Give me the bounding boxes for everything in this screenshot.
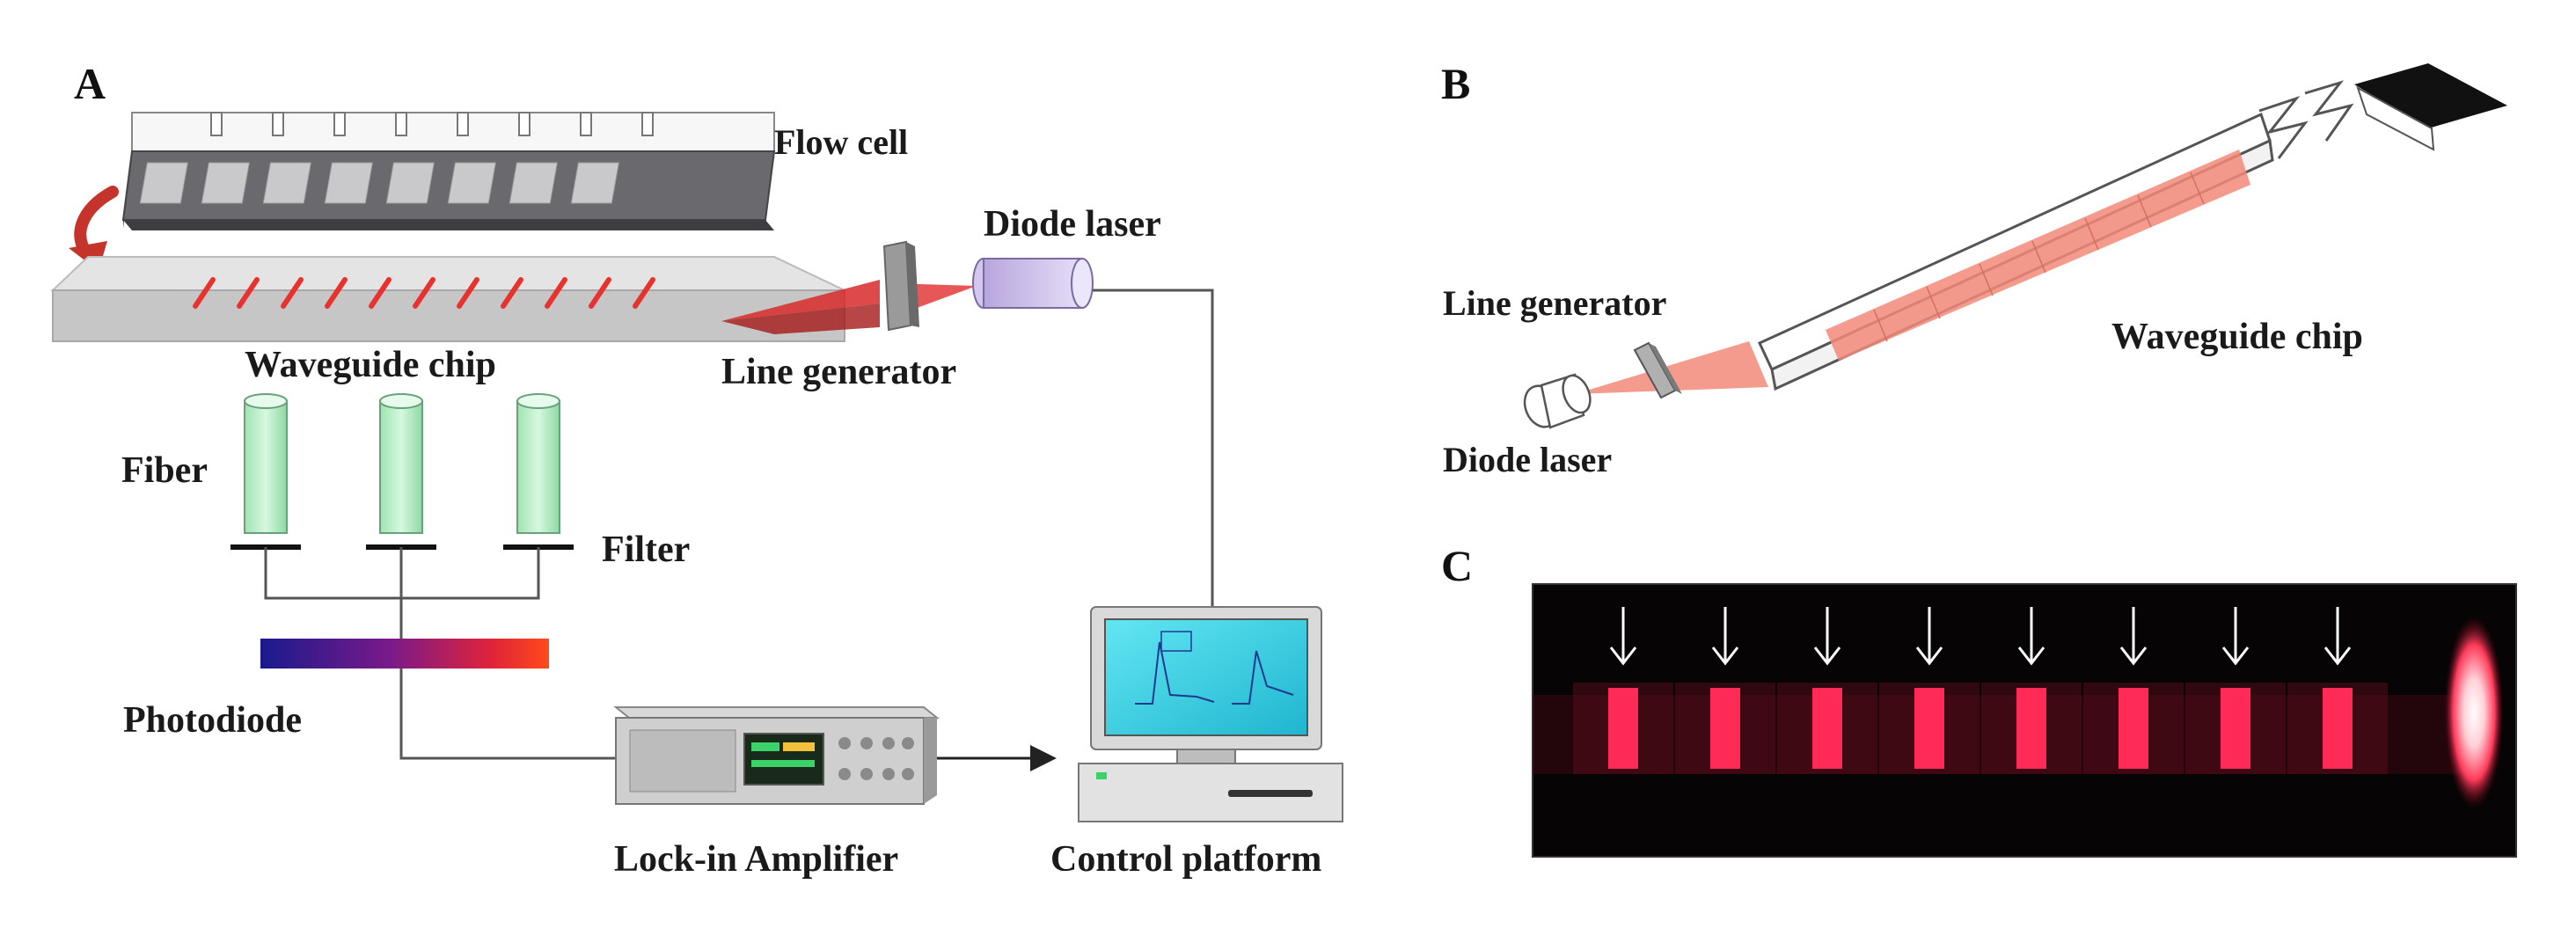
fluorescence-spot bbox=[1914, 688, 1944, 769]
down-arrow-icon bbox=[1711, 607, 1739, 666]
control-platform-computer bbox=[1078, 606, 1343, 822]
fluorescence-spot bbox=[2119, 688, 2148, 769]
bright-spot bbox=[2444, 616, 2504, 809]
line-generator-a bbox=[882, 240, 919, 332]
panel-c-letter: C bbox=[1441, 541, 1473, 590]
panel-a-letter: A bbox=[74, 59, 106, 108]
control-platform-label: Control platform bbox=[1050, 839, 1321, 880]
diode-laser-label-b: Diode laser bbox=[1443, 440, 1612, 479]
laser-to-computer-wire bbox=[1093, 289, 1214, 607]
down-arrow-icon bbox=[1609, 607, 1637, 666]
laser-beam-b bbox=[1575, 341, 1768, 394]
down-arrow-icon bbox=[2221, 607, 2250, 666]
waveguide-chip-b bbox=[1758, 112, 2274, 391]
line-generator-b bbox=[1633, 341, 1682, 399]
lock-in-amplifier bbox=[613, 706, 940, 805]
photodiode-to-amplifier-wire bbox=[399, 669, 616, 760]
fiber-connector-wires bbox=[264, 547, 540, 639]
line-generator-label-a: Line generator bbox=[721, 352, 956, 392]
diode-laser-b bbox=[1523, 373, 1592, 429]
fluorescence-spot bbox=[2016, 688, 2046, 769]
fluorescence-spot bbox=[2221, 688, 2250, 769]
fluorescence-spot bbox=[1710, 688, 1740, 769]
filter-label: Filter bbox=[602, 530, 690, 570]
line-generator-label-b: Line generator bbox=[1443, 283, 1666, 323]
fiber-3 bbox=[516, 393, 560, 534]
diode-laser-a bbox=[972, 258, 1094, 309]
fluorescence-spot bbox=[1608, 688, 1638, 769]
fiber-1 bbox=[244, 393, 288, 534]
diode-laser-label-a: Diode laser bbox=[984, 204, 1161, 245]
panel-c: C bbox=[1441, 541, 2517, 858]
down-arrow-icon bbox=[1813, 607, 1841, 666]
fiber-group bbox=[244, 393, 560, 534]
chip-end-b bbox=[2354, 63, 2507, 151]
photodiode-label: Photodiode bbox=[123, 700, 302, 741]
panel-b: B Waveguide chip bbox=[1441, 59, 2507, 479]
arrow-group bbox=[1609, 607, 2352, 666]
flow-cell bbox=[121, 112, 776, 230]
waveguide-chip-label: Waveguide chip bbox=[245, 345, 496, 385]
fiber-2 bbox=[379, 393, 423, 534]
down-arrow-icon bbox=[2119, 607, 2148, 666]
lock-in-amplifier-label: Lock-in Amplifier bbox=[614, 839, 898, 880]
waveguide-chip bbox=[50, 256, 845, 342]
spot-group bbox=[1573, 683, 2388, 774]
fluorescence-spot bbox=[1812, 688, 1842, 769]
chip-break-marks bbox=[2258, 80, 2354, 159]
fluorescence-spot bbox=[2323, 688, 2353, 769]
panel-a: A bbox=[50, 59, 1343, 880]
waveguide-chip-label-b: Waveguide chip bbox=[2111, 317, 2363, 357]
flow-cell-label: Flow cell bbox=[774, 122, 908, 162]
down-arrow-icon bbox=[2017, 607, 2045, 666]
down-arrow-icon bbox=[2324, 607, 2352, 666]
photodiode-bar bbox=[260, 639, 549, 669]
panel-b-letter: B bbox=[1441, 59, 1470, 108]
fiber-label: Fiber bbox=[121, 450, 208, 491]
down-arrow-icon bbox=[1915, 607, 1943, 666]
